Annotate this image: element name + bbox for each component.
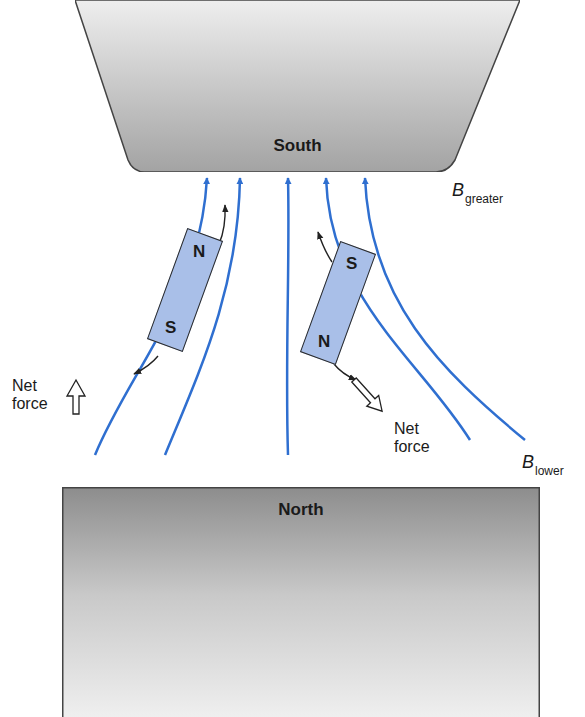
net-force-arrow	[67, 380, 85, 414]
field-line	[287, 178, 288, 455]
force-label: Net force	[394, 420, 446, 457]
torque-arrow	[219, 205, 225, 244]
pole-shape	[75, 0, 520, 172]
south-pole-piece: South	[75, 0, 520, 172]
torque-arrow	[318, 232, 332, 262]
pole-name: North	[278, 500, 323, 520]
field-symbol: B	[522, 452, 534, 473]
torque-arrow	[334, 364, 356, 380]
pole-letter: N	[193, 241, 205, 261]
force-label: Net force	[12, 377, 64, 414]
net-force-arrow	[348, 375, 388, 417]
torque-arrow	[134, 356, 158, 374]
field-lines	[95, 178, 525, 455]
field-line	[365, 178, 525, 440]
pole-name: South	[273, 136, 321, 156]
pole-letter: S	[165, 319, 176, 339]
pole-outline	[62, 487, 540, 717]
north-pole-piece: North	[62, 487, 540, 717]
pole-letter: N	[318, 332, 330, 352]
pole-letter: S	[346, 254, 357, 274]
pole-shape	[63, 488, 540, 717]
field-subscript: lower	[535, 465, 564, 479]
field-symbol: B	[452, 180, 464, 201]
field-subscript: greater	[465, 193, 503, 207]
